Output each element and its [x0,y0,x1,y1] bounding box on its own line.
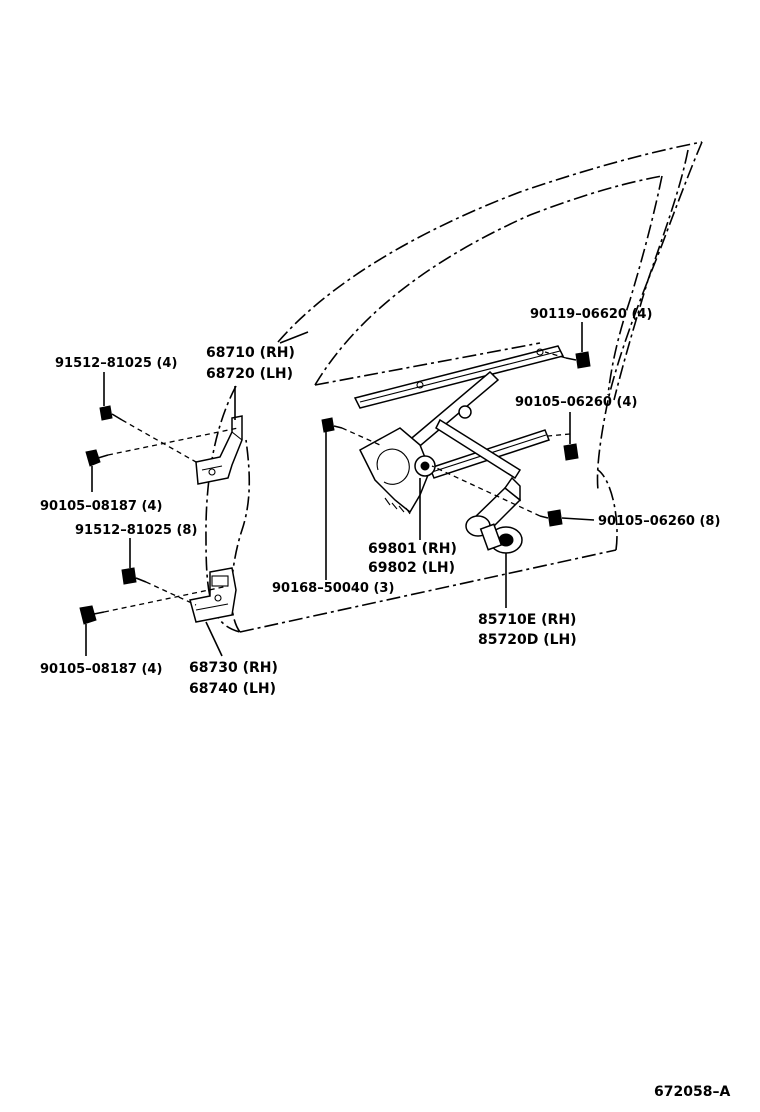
label-90105-06260-a: 90105–06260 (4) [515,395,637,410]
door-outline [205,141,703,633]
label-90119: 90119–06620 (4) [530,307,652,322]
label-68740: 68740 (LH) [189,681,276,697]
part-labels: 68710 (RH) 68720 (LH) 91512–81025 (4) 90… [40,307,730,1100]
leader-lines [85,322,595,657]
dashed-guide-lines [103,351,571,613]
label-85710: 85710E (RH) [478,612,576,628]
label-90168: 90168–50040 (3) [272,581,394,596]
upper-hinge [195,415,243,485]
label-90105-06260-b: 90105–06260 (8) [598,514,720,529]
label-68720: 68720 (LH) [206,366,293,382]
label-69802: 69802 (LH) [368,560,455,576]
label-90105-08187-top: 90105–08187 (4) [40,499,162,514]
window-motor [465,476,523,554]
label-90105-08187-bot: 90105–08187 (4) [40,662,162,677]
label-91512-top: 91512–81025 (4) [55,356,177,371]
label-85720: 85720D (LH) [478,632,577,648]
lower-hinge [189,567,237,623]
label-69801: 69801 (RH) [368,541,457,557]
label-68710: 68710 (RH) [206,345,295,361]
diagram-code: 672058–A [654,1084,730,1100]
fasteners [79,351,591,625]
window-regulator [353,345,565,515]
label-68730: 68730 (RH) [189,660,278,676]
label-91512-mid: 91512–81025 (8) [75,523,197,538]
